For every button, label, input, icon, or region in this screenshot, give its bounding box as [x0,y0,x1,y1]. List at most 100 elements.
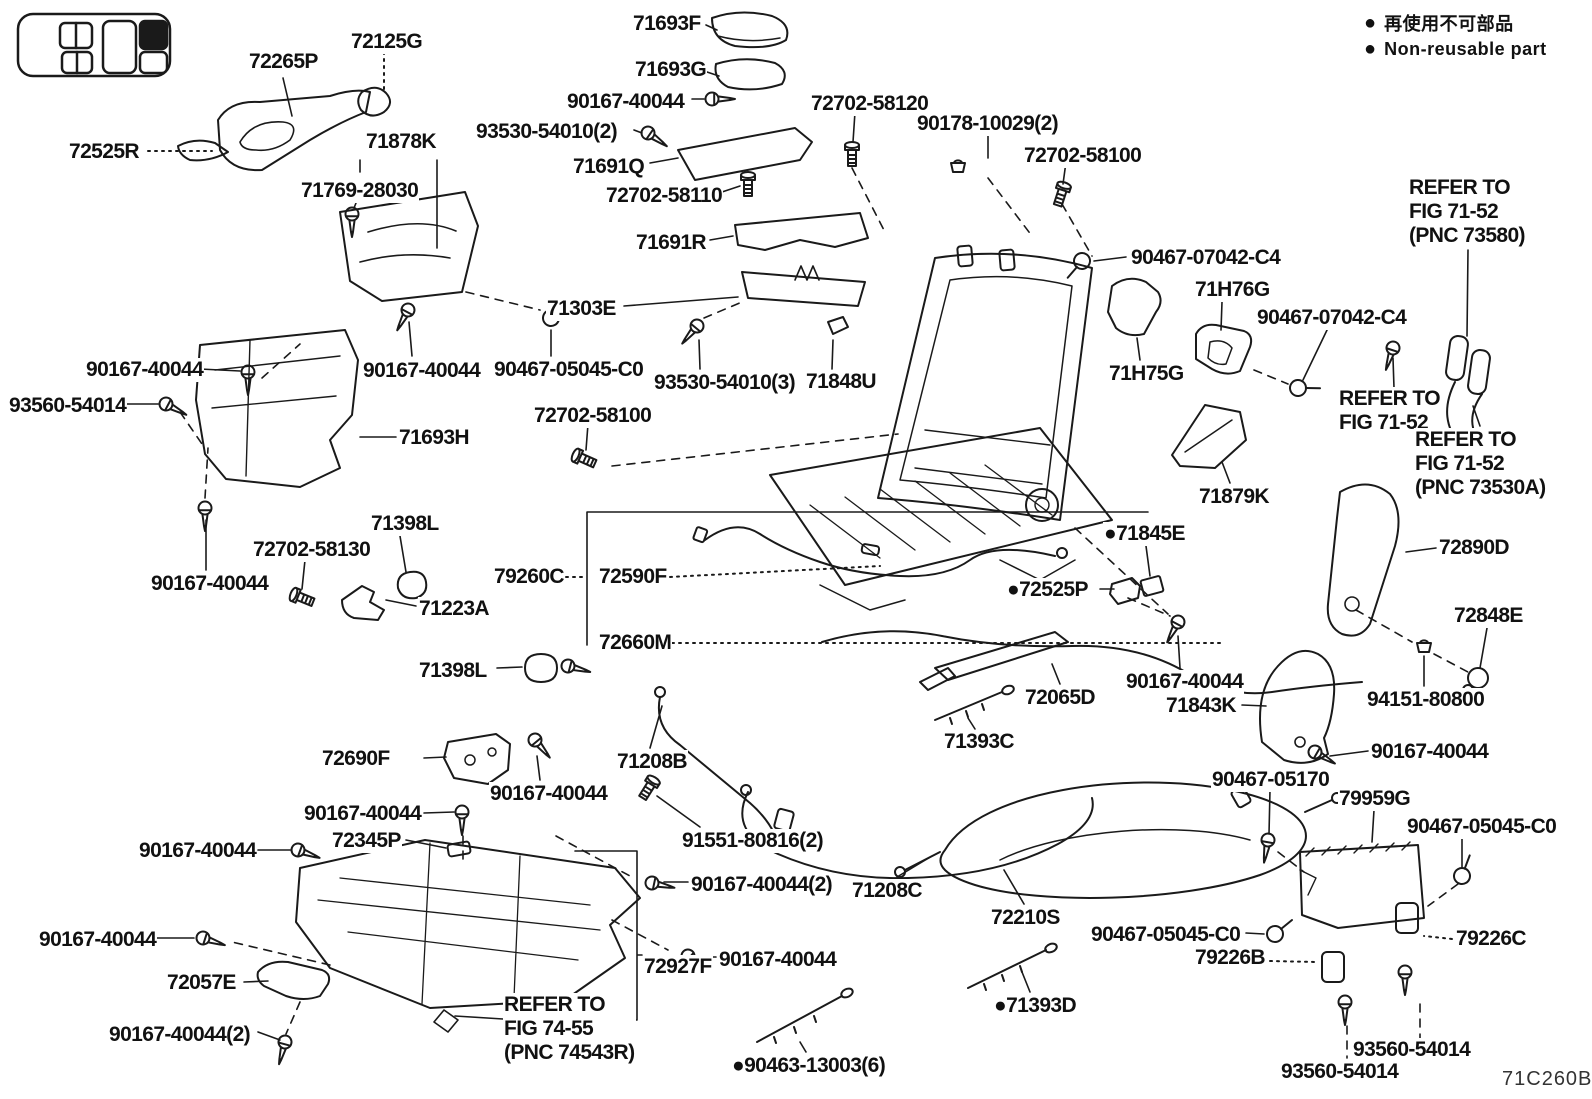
part-label: REFER TO FIG 71-52 (PNC 73530A) [1414,428,1547,500]
lever-72525R [178,141,228,161]
assembly-71303E [742,272,865,306]
clip-71398L-upper [398,572,427,599]
part-label: 72702-58100 [1023,144,1143,168]
part-label: 71691R [635,231,707,255]
seat-frame [770,245,1112,610]
part-label: 90467-05170 [1211,768,1331,792]
part-label: 90467-05045-C0 [493,358,645,382]
clip-72125G [358,88,390,116]
dotted-leaders [148,52,1452,962]
part-label: 71208B [616,750,688,774]
part-label: REFER TO FIG 71-52 [1338,387,1441,435]
part-label: 71693H [398,426,470,450]
bracket-71223A [342,586,384,620]
part-label: 90167-40044(2) [108,1023,252,1047]
part-label: ●72525P [1006,578,1089,602]
part-label: 71223A [418,597,490,621]
dashed-lines [180,168,1468,1058]
part-label: 71693F [632,12,702,36]
part-label: ●71845E [1103,522,1186,546]
bracket-72690F [444,734,510,784]
part-label: 90167-40044 [303,802,423,826]
cable-tie-71393D [968,950,1046,990]
part-label: 90167-40044 [1370,740,1490,764]
part-label: 72265P [248,50,319,74]
part-label: 72702-58100 [533,404,653,428]
bracket-71848U [828,317,848,334]
part-label: 72590F [598,565,668,589]
part-label: 72057E [166,971,237,995]
cable-72590F [705,527,1055,576]
part-label: 93530-54010(2) [475,120,619,144]
part-label: 93560-54014 [1280,1060,1400,1084]
part-label: 90167-40044 [1125,670,1245,694]
bracket-71879K [1172,405,1246,468]
cover-71693F [712,12,787,47]
part-label: 90467-05045-C0 [1406,815,1558,839]
part-label: 90167-40044 [138,839,258,863]
part-label: 71303E [546,297,617,321]
part-72525P [1110,578,1140,604]
part-label: 72702-58120 [810,92,930,116]
cable-72660M [822,631,1362,693]
part-label: 72660M [598,631,673,655]
non-reusable-dot-icon: ● [1364,38,1377,60]
part-label: 71848U [805,370,877,394]
part-label: 71879K [1198,485,1270,509]
part-label: 91551-80816(2) [681,829,825,853]
part-label: 72690F [321,747,391,771]
part-label: 90167-40044 [362,359,482,383]
part-label: 90167-40044(2) [690,873,834,897]
part-label: 71691Q [572,155,646,179]
part-label: 90167-40044 [85,358,205,382]
part-label: 72702-58130 [252,538,372,562]
part-label: 71878K [365,130,437,154]
part-label: 71398L [370,512,440,536]
damper-79226C [1396,903,1418,933]
seat-cushion-pan [296,840,640,1032]
damper-79226B [1322,952,1344,982]
part-label: 79226B [1194,946,1266,970]
part-label: 79959G [1338,787,1412,811]
panel-71691Q [678,128,812,180]
rail-72065D [920,632,1068,690]
legend: ● 再使用不可部品 ● Non-reusable part [1364,10,1547,62]
part-label: 72210S [990,906,1061,930]
part-label: 72525R [68,140,140,164]
part-label: 79226C [1455,927,1527,951]
part-label: REFER TO FIG 71-52 (PNC 73580) [1408,176,1526,248]
part-label: 72065D [1024,686,1096,710]
cover-72057E [258,962,330,999]
part-label: 71843K [1165,694,1237,718]
part-label: 71693G [634,58,708,82]
cables [655,527,1473,1043]
legend-text-jp: 再使用不可部品 [1384,14,1514,34]
legend-row-jp: ● 再使用不可部品 [1364,10,1547,36]
part-label: 71398L [418,659,488,683]
part-label: 71208C [851,879,923,903]
part-label: 90167-40044 [718,948,838,972]
non-reusable-dot-icon: ● [1364,12,1377,34]
cable-72210S [940,783,1305,898]
part-label: 72125G [350,30,424,54]
part-label: 90167-40044 [566,90,686,114]
figure-code: 71C260B [1502,1068,1592,1090]
part-label: 90178-10029(2) [916,112,1060,136]
part-label: 90167-40044 [38,928,158,952]
armrest-72890D [1328,484,1399,635]
part-label: 79260C [493,565,565,589]
part-label: 90167-40044 [489,782,609,806]
legend-text-en: Non-reusable part [1384,38,1547,59]
part-label: 72848E [1453,604,1524,628]
cover-71H76G [1196,325,1251,374]
part-label: 72702-58110 [605,184,724,208]
part-label: ●90463-13003(6) [731,1054,887,1078]
vehicle-seat-layout-icon [18,14,170,76]
part-label: 94151-80800 [1366,688,1486,712]
bracket-71691R [735,213,868,250]
part-label: ●71393D [993,994,1078,1018]
part-label: 71H76G [1194,278,1271,302]
part-label: 72345P [331,829,402,853]
part-label: 71393C [943,730,1015,754]
